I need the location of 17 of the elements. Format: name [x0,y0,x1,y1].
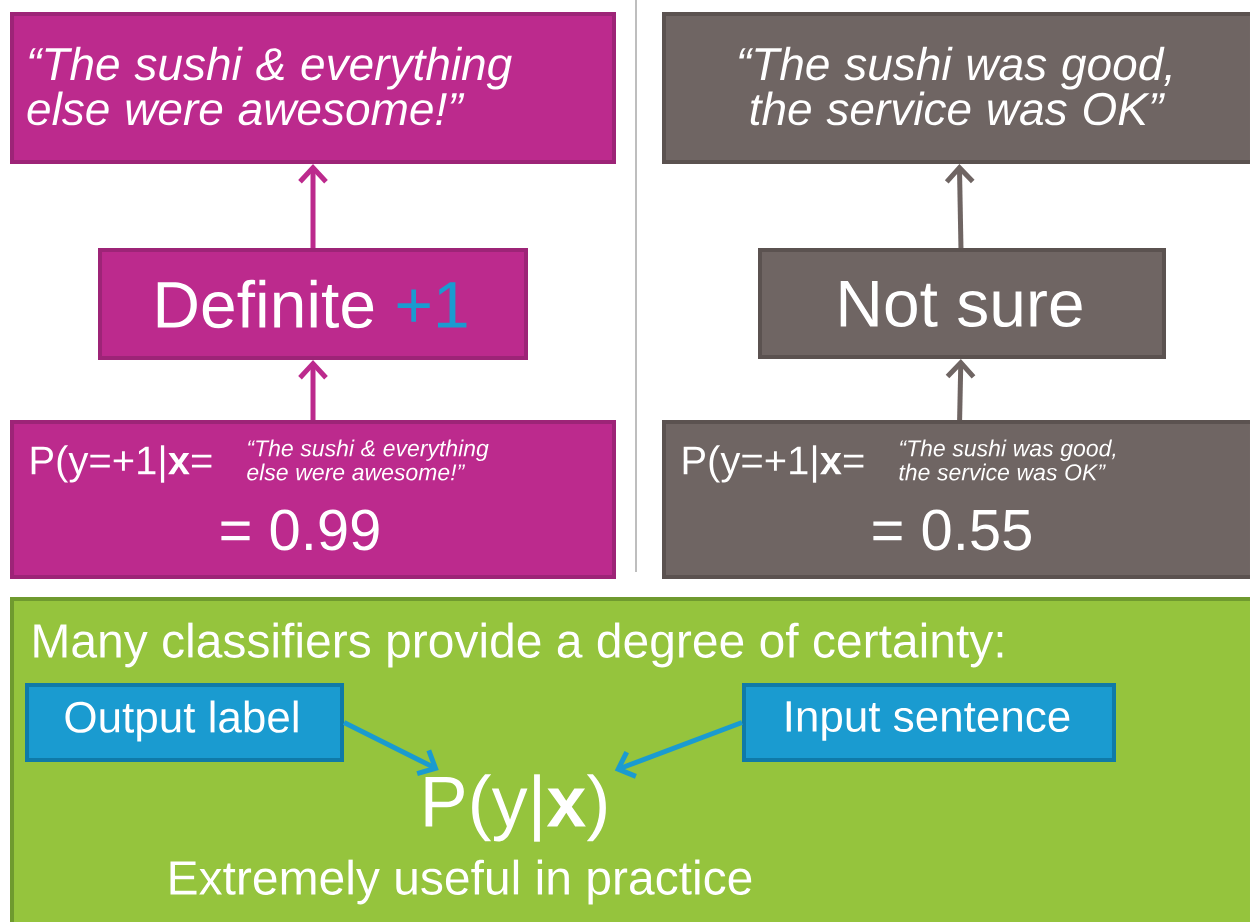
formula-text: P(y|x) [425,774,606,842]
caption-text: Extremely useful in practice [170,859,752,905]
heading-text: Many classifiers provide a degree of certainty: [34,622,1003,668]
probability-box: P(y=+1|x= “The sushi & everything else were awesome!” = 0.99 [10,420,616,579]
label-box: Definite +1 [98,248,528,360]
probability-box: P(y=+1|x= “The sushi was good, the service was OK” = 0.55 [662,420,1250,579]
arrow [945,359,976,421]
arrow [614,720,743,779]
quote-box: “The sushi & everything else were awesome!” [10,12,616,164]
arrow [298,360,328,420]
tag-box: Input sentence [742,683,1116,762]
label-box: Not sure [758,248,1166,359]
arrow [342,720,439,776]
arrow [298,164,328,248]
arrow [944,164,975,249]
tag-box: Output label [25,683,344,762]
quote-box: “The sushi was good, the service was OK” [662,12,1250,164]
